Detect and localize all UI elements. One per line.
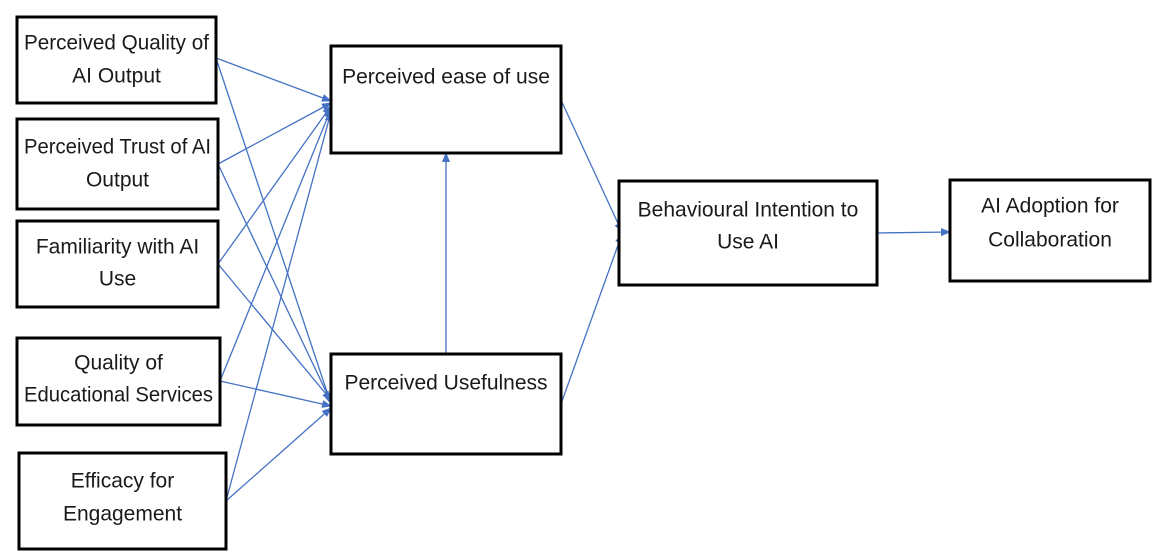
node-label-aa-line-1: AI Adoption for (981, 195, 1119, 218)
edges-layer (215, 57, 951, 502)
node-box-aa (948, 178, 1152, 283)
node-qes: Quality of Educational Services (15, 336, 222, 427)
node-label-ptao-line-2: Output (86, 169, 149, 192)
node-label-bi-line-1: Behavioural Intention to (638, 199, 859, 222)
node-label-ptao-line-1: Perceived Trust of AI (24, 136, 211, 159)
node-label-bi-line-2: Use AI (717, 231, 779, 254)
edge-pu-to-bi (560, 233, 623, 405)
node-box-efe (17, 451, 228, 551)
node-box-ptao (15, 117, 220, 211)
edge-efe-to-peou (225, 111, 333, 502)
edge-qes-to-peou (219, 108, 332, 382)
edge-peou-to-bi (560, 99, 623, 233)
edge-efe-to-pu (225, 407, 332, 502)
node-label-qes-line-2: Educational Services (24, 384, 213, 407)
edge-faiu-to-pu (217, 263, 332, 401)
node-label-pqao-line-1: Perceived Quality of (24, 32, 209, 55)
edge-ptao-to-peou (217, 102, 332, 165)
node-box-faiu (15, 219, 220, 309)
node-label-faiu-line-1: Familiarity with AI (36, 236, 199, 259)
node-label-qes-line-1: Quality of (74, 352, 163, 375)
node-pqao: Perceived Quality of AI Output (15, 15, 218, 105)
node-label-efe-line-1: Efficacy for (71, 470, 174, 493)
node-box-bi (617, 179, 879, 287)
edge-ptao-to-pu (217, 163, 332, 403)
node-box-pqao (15, 15, 218, 105)
node-pu: Perceived Usefulness (329, 352, 563, 456)
node-label-pqao-line-2: AI Output (72, 65, 161, 88)
node-label-faiu-line-2: Use (99, 268, 136, 291)
node-label-pu-line-1: Perceived Usefulness (344, 372, 547, 395)
edge-pqao-to-pu (215, 57, 332, 405)
node-label-peou-line-1: Perceived ease of use (342, 66, 550, 89)
node-box-qes (15, 336, 222, 427)
edge-bi-to-aa (876, 228, 951, 237)
node-bi: Behavioural Intention to Use AI (617, 179, 879, 287)
node-label-aa-line-2: Collaboration (988, 229, 1112, 252)
edge-qes-to-pu (219, 380, 332, 408)
node-box-peou (329, 44, 563, 155)
edge-pqao-to-peou (215, 57, 332, 102)
node-peou: Perceived ease of use (329, 44, 563, 155)
node-faiu: Familiarity with AI Use (15, 219, 220, 309)
node-box-pu (329, 352, 563, 456)
edge-faiu-to-peou (217, 105, 332, 265)
node-label-efe-line-2: Engagement (63, 503, 182, 526)
node-ptao: Perceived Trust of AI Output (15, 117, 220, 211)
